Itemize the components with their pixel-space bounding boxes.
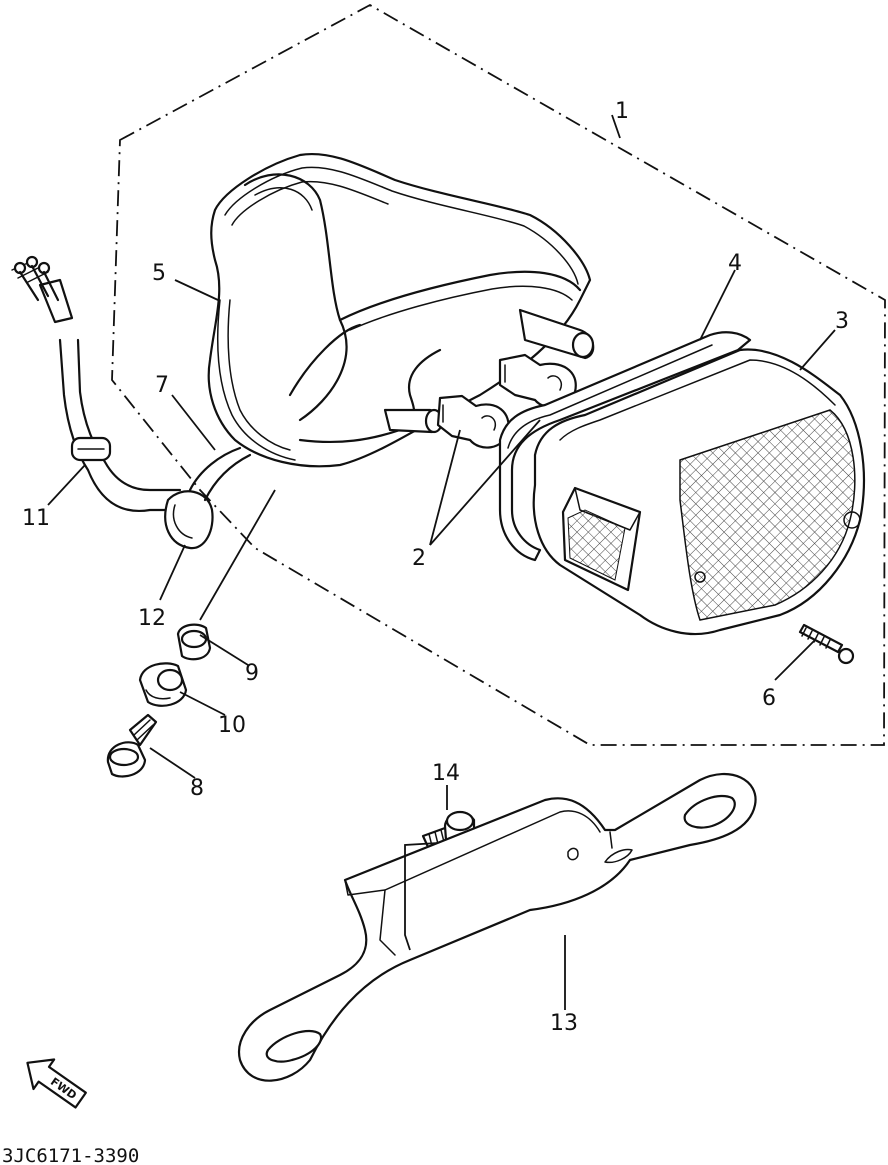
callout-6: 6	[762, 686, 776, 711]
leader-2b	[429, 419, 541, 546]
leader-4	[699, 269, 736, 341]
callout-labels: 1 2 3 4 5 6 7 8 9 10 11 12 13 14	[22, 99, 849, 1036]
callout-8: 8	[190, 776, 204, 801]
forward-direction-arrow: FWD	[26, 1058, 87, 1109]
callout-10: 10	[218, 713, 246, 738]
bulb-socket-lower	[383, 408, 444, 434]
grommet-11	[70, 436, 112, 462]
leader-14-bracket	[404, 842, 439, 951]
leader-9b	[199, 489, 276, 621]
callout-9: 9	[245, 661, 259, 686]
screw-6	[798, 623, 855, 665]
collar-9	[176, 623, 212, 661]
assembly-boundary	[111, 3, 886, 746]
callout-4: 4	[728, 251, 742, 276]
leader-3	[799, 329, 836, 371]
drawing-code: 3JC6171-3390	[2, 1145, 139, 1165]
callout-14: 14	[432, 761, 460, 786]
leader-5	[174, 279, 219, 301]
callout-2: 2	[412, 546, 426, 571]
callout-13: 13	[550, 1011, 578, 1036]
grommet-12	[164, 446, 252, 550]
callout-7: 7	[155, 373, 169, 398]
callout-12: 12	[138, 606, 166, 631]
bulb-lower	[436, 394, 510, 449]
leader-11	[47, 464, 86, 506]
wire-harness	[11, 255, 187, 513]
callout-3: 3	[835, 309, 849, 334]
lens-3	[532, 348, 866, 636]
callout-1: 1	[615, 99, 629, 124]
leader-1	[611, 114, 621, 139]
leader-7	[171, 394, 216, 451]
bracket-13	[237, 772, 757, 1082]
leader-12	[159, 544, 186, 601]
leader-2a	[429, 429, 461, 546]
leader-9a	[199, 634, 249, 666]
bulb-socket-upper	[518, 308, 595, 360]
gasket-4	[498, 331, 752, 562]
callout-5: 5	[152, 261, 166, 286]
leader-6	[774, 639, 816, 681]
leader-8	[149, 747, 196, 779]
leader-10	[179, 691, 226, 716]
damper-10	[138, 662, 188, 707]
callout-11: 11	[22, 506, 50, 531]
leader-lines	[47, 114, 836, 1010]
bolt-8	[106, 713, 158, 778]
